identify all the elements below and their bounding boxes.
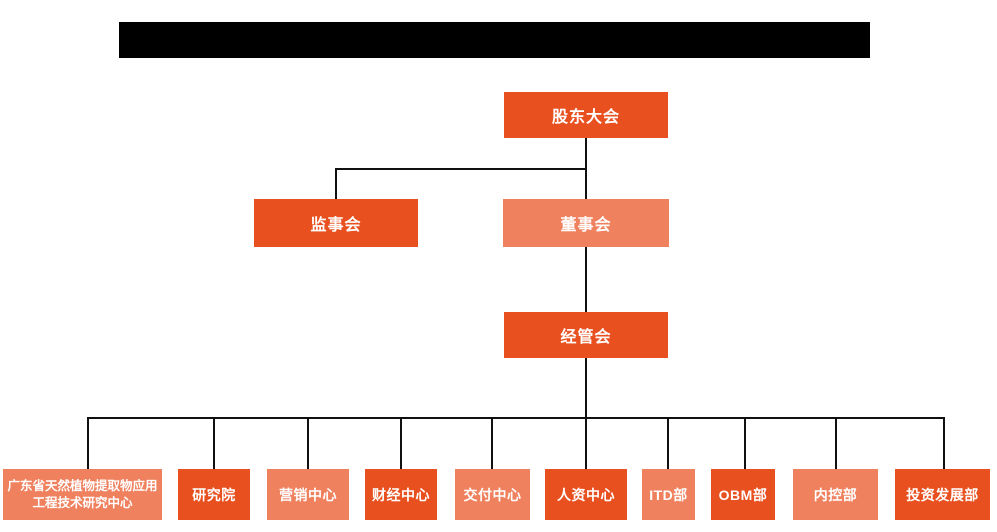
org-box-board-of-directors: 董事会 [503, 199, 669, 247]
connector-drop-dept-10 [943, 417, 945, 469]
org-box-investment-development-department: 投资发展部 [895, 469, 990, 520]
org-box-delivery-center-label: 交付中心 [463, 486, 522, 503]
org-box-internal-control-department: 内控部 [793, 469, 878, 520]
connector-bus-horizontal [87, 417, 945, 419]
org-box-obm-department-label: OBM部 [718, 486, 768, 503]
org-box-guangdong-research-center: 广东省天然植物提取物应用工程技术研究中心 [3, 469, 162, 520]
org-box-research-institute: 研究院 [178, 469, 250, 520]
connector-branch-horizontal [335, 168, 587, 170]
org-box-marketing-center-label: 营销中心 [279, 486, 337, 503]
org-box-supervisory-board: 监事会 [254, 199, 418, 247]
org-box-supervisory-board-label: 监事会 [310, 217, 362, 234]
connector-drop-dept-8 [744, 417, 746, 469]
connector-drop-dept-7 [667, 417, 669, 469]
org-box-finance-center: 财经中心 [365, 469, 437, 520]
org-box-guangdong-research-center-label: 广东省天然植物提取物应用工程技术研究中心 [7, 479, 158, 510]
org-box-delivery-center: 交付中心 [455, 469, 530, 520]
org-box-management-committee-label: 经管会 [560, 329, 612, 346]
org-box-investment-development-department-label: 投资发展部 [906, 486, 979, 503]
org-box-marketing-center: 营销中心 [267, 469, 349, 520]
org-box-hr-center: 人资中心 [545, 469, 627, 520]
org-box-management-committee: 经管会 [504, 312, 668, 358]
connector-trunk-bottom [585, 358, 587, 418]
redacted-title-bar [119, 22, 870, 58]
connector-trunk-middle [585, 247, 587, 312]
org-box-itd-department: ITD部 [642, 469, 695, 520]
org-box-obm-department: OBM部 [711, 469, 775, 520]
connector-drop-dept-5 [491, 417, 493, 469]
connector-drop-dept-1 [87, 417, 89, 469]
connector-drop-supervisory [335, 168, 337, 200]
connector-drop-dept-4 [400, 417, 402, 469]
org-box-internal-control-department-label: 内控部 [813, 486, 858, 503]
org-box-board-of-directors-label: 董事会 [560, 217, 612, 234]
org-box-shareholders-meeting-label: 股东大会 [551, 109, 620, 126]
org-box-shareholders-meeting: 股东大会 [504, 92, 668, 138]
connector-drop-dept-9 [835, 417, 837, 469]
org-box-hr-center-label: 人资中心 [557, 486, 615, 503]
connector-drop-dept-6 [585, 417, 587, 469]
org-box-research-institute-label: 研究院 [192, 486, 236, 503]
connector-drop-dept-2 [213, 417, 215, 469]
org-box-finance-center-label: 财经中心 [372, 486, 430, 503]
connector-drop-dept-3 [307, 417, 309, 469]
org-box-itd-department-label: ITD部 [649, 486, 688, 503]
